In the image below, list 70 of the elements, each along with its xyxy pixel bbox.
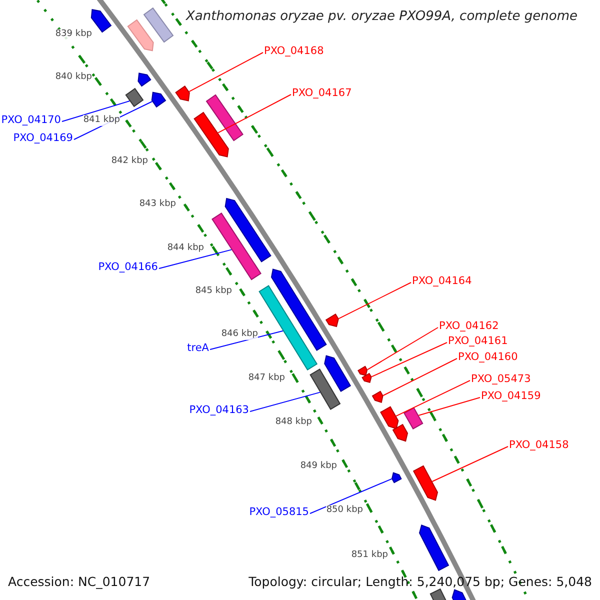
leader-line — [250, 392, 320, 412]
gene-symbol — [380, 406, 399, 430]
leader-line — [396, 380, 470, 417]
gene-label: PXO_04168 — [264, 45, 324, 58]
gene-symbol — [310, 368, 341, 410]
leader-line — [382, 358, 458, 396]
scale-label: 847 kbp — [248, 373, 285, 384]
gene-symbol — [418, 524, 450, 572]
gene-symbol — [224, 198, 272, 262]
leader-line — [432, 446, 508, 482]
gene-symbol — [324, 355, 352, 392]
leader-line — [371, 342, 448, 378]
gene-symbol — [90, 9, 112, 33]
scale-label: 842 kbp — [111, 156, 148, 167]
scale-label: 840 kbp — [55, 72, 92, 83]
gene-symbol — [404, 407, 424, 430]
gene-label: PXO_04159 — [481, 390, 541, 403]
gene-label: PXO_04164 — [412, 275, 472, 288]
gene-symbol — [391, 472, 402, 484]
leader-line — [310, 478, 392, 514]
leader-line — [418, 397, 480, 416]
gene-label: treA — [187, 342, 209, 355]
gene-symbol — [270, 268, 327, 351]
leader-line — [218, 94, 292, 134]
gene-label: PXO_04161 — [448, 335, 508, 348]
gene-symbol — [362, 372, 372, 383]
gene-label: PXO_04158 — [509, 439, 569, 452]
gene-symbol — [138, 72, 152, 87]
gene-symbol — [372, 390, 384, 403]
gene-label: PXO_05815 — [249, 506, 309, 519]
gene-symbol — [325, 314, 339, 328]
genome-stats-note: Topology: circular; Length: 5,240,075 bp; Genes: 5,048 — [248, 574, 592, 589]
gene-symbol — [175, 86, 190, 102]
scale-label: 839 kbp — [55, 29, 92, 40]
scale-label: 846 kbp — [221, 329, 258, 340]
leader-line — [367, 327, 438, 370]
gene-symbol — [258, 285, 318, 370]
scale-label: 844 kbp — [167, 243, 204, 254]
leader-line — [62, 100, 130, 122]
gene-label: PXO_04170 — [1, 114, 61, 127]
accession-note: Accession: NC_010717 — [8, 574, 150, 589]
scale-label: 849 kbp — [300, 461, 337, 472]
gene-label: PXO_04162 — [439, 320, 499, 333]
leader-line — [188, 52, 264, 92]
gene-symbol — [358, 366, 368, 376]
leader-line — [210, 330, 284, 350]
gene-label: PXO_04166 — [98, 261, 158, 274]
map-title: Xanthomonas oryzae pv. oryzae PXO99A, complete genome — [184, 8, 579, 25]
gene-symbol — [125, 88, 144, 108]
gene-symbol — [206, 94, 244, 142]
scale-label: 851 kbp — [351, 550, 388, 561]
gene-symbol — [412, 465, 438, 501]
gene-label: PXO_04163 — [189, 404, 249, 417]
gene-symbol — [127, 19, 154, 52]
gene-label: PXO_04169 — [13, 132, 73, 145]
gene-label: PXO_04160 — [458, 351, 518, 364]
gene-symbol — [392, 424, 408, 442]
leader-line — [338, 282, 412, 320]
scale-label: 845 kbp — [195, 286, 232, 297]
gene-symbol — [151, 92, 166, 108]
gene-symbol — [143, 7, 174, 43]
gene-label: PXO_04167 — [292, 87, 352, 100]
gene-symbol — [194, 112, 229, 158]
scale-label: 850 kbp — [326, 505, 363, 516]
scale-label: 843 kbp — [139, 199, 176, 210]
gene-label: PXO_05473 — [471, 373, 531, 386]
scale-label: 848 kbp — [275, 417, 312, 428]
gene-symbol — [212, 212, 262, 280]
leader-line — [158, 249, 232, 269]
scale-label: 841 kbp — [83, 115, 120, 126]
